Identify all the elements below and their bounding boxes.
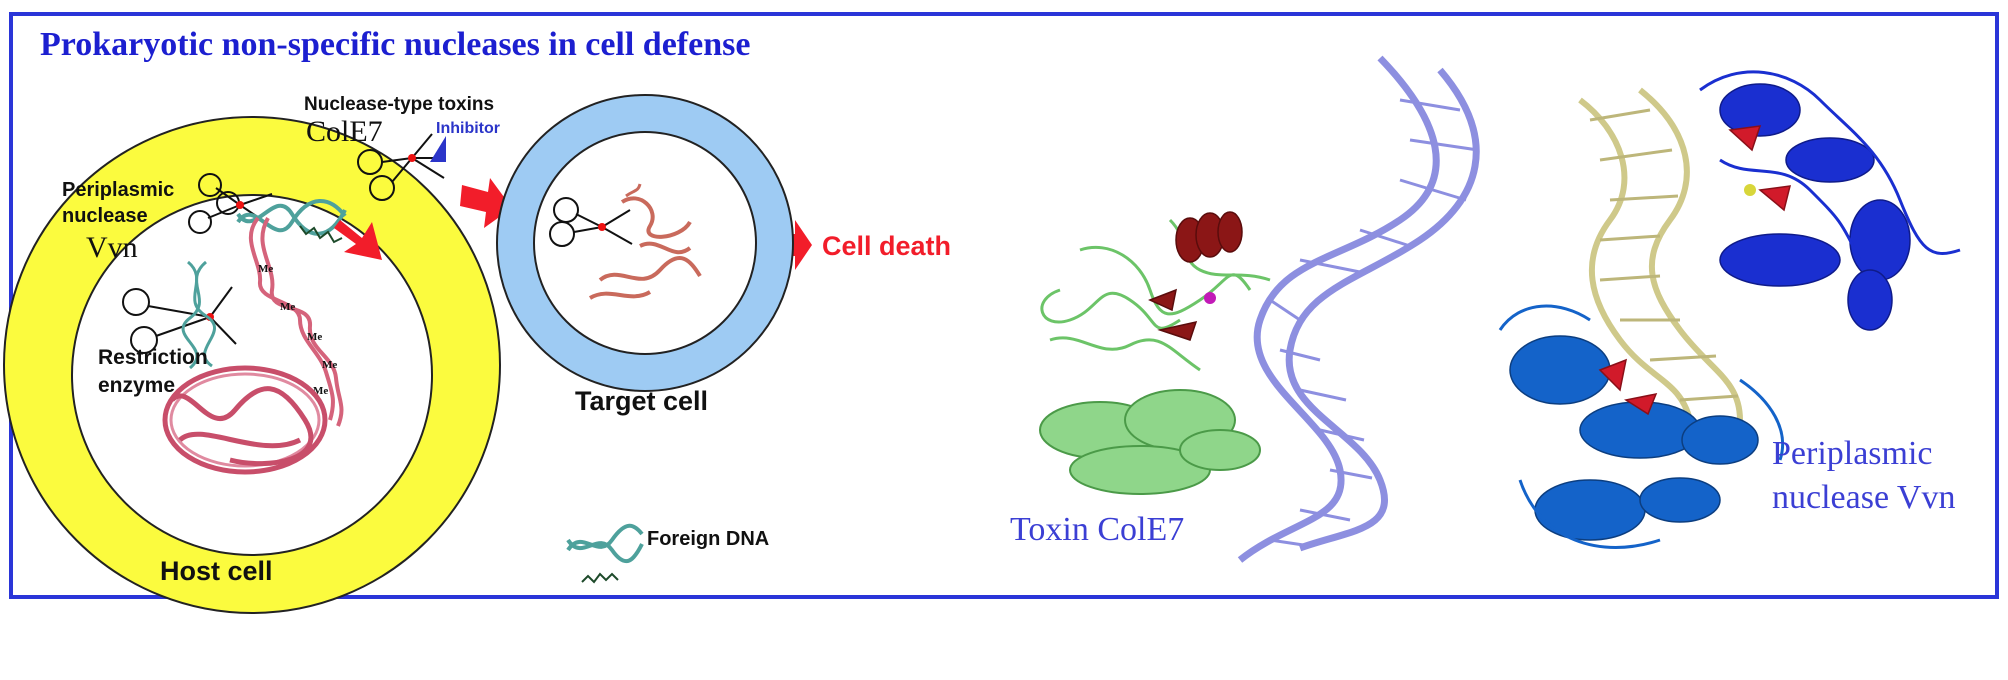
periplasmic-nuclease-line2: nuclease: [62, 205, 148, 227]
foreign-dna-in-host-icon: [236, 199, 347, 244]
vvn-red-strands: [1598, 125, 1791, 416]
purple-dna-helix: [1237, 55, 1480, 563]
vvn-structure-label: Periplasmic nuclease Vvn: [1772, 435, 1955, 516]
cell-death-label: Cell death: [822, 231, 951, 261]
restriction-enzyme-line1: Restriction: [98, 346, 208, 369]
target-cell-label: Target cell: [575, 386, 708, 416]
methyl-label: Me: [258, 263, 273, 275]
toxin-cole7-structure-image: Toxin ColE7: [1010, 55, 1480, 563]
vvn-dark-blue-domain: [1719, 83, 1911, 331]
metal-ion-icon: [1204, 292, 1216, 304]
export-arrow-icon: [334, 220, 382, 260]
figure-title: Prokaryotic non-specific nucleases in ce…: [40, 26, 750, 63]
toxin-green-helices: [1039, 389, 1261, 495]
periplasmic-nuclease-label: Periplasmic nuclease: [62, 179, 180, 227]
death-arrow-icon: [776, 220, 812, 270]
restriction-enzyme-line2: enzyme: [98, 374, 175, 397]
vvn-structure-line1: Periplasmic: [1772, 435, 1933, 472]
methyl-tags: Me Me Me Me Me: [258, 263, 337, 397]
vvn-structure-image: Periplasmic nuclease Vvn: [1498, 70, 1961, 549]
restriction-enzyme-icon: [122, 260, 237, 370]
toxin-red-helix: [1148, 211, 1243, 341]
foreign-dna-label: Foreign DNA: [647, 528, 769, 550]
methyl-label: Me: [307, 331, 322, 343]
vvn-blue-domain: [1509, 335, 1759, 541]
methyl-label: Me: [322, 359, 337, 371]
host-chromosome-icon: [162, 365, 328, 475]
vvn-metal-ion-icon: [1744, 184, 1756, 196]
foreign-dna-icon: [566, 523, 644, 584]
host-cell-label: Host cell: [160, 556, 273, 586]
yellow-dna-helix: [1578, 87, 1743, 421]
inhibitor-triangle-icon: [430, 136, 446, 162]
host-cell: Me Me Me Me Me Periplasmic nuclease Vvn …: [3, 116, 501, 614]
restriction-enzyme-label: Restriction enzyme: [98, 346, 214, 397]
nuclease-toxin-group: Nuclease-type toxins ColE7 Inhibitor: [304, 94, 500, 201]
inhibitor-label: Inhibitor: [436, 120, 500, 137]
toxin-in-target-icon: [549, 197, 633, 247]
toxin-inhibitor-icon: [357, 133, 445, 201]
yellow-dna-bases: [1589, 108, 1739, 402]
vvn-dark-blue-loops: [1699, 70, 1961, 261]
nuclease-toxins-label: Nuclease-type toxins: [304, 94, 494, 115]
methyl-label: Me: [280, 301, 295, 313]
purple-dna-bases: [1269, 98, 1479, 548]
periplasmic-nuclease-line1: Periplasmic: [62, 179, 174, 201]
foreign-dna-legend: Foreign DNA: [566, 523, 769, 584]
vvn-label: Vvn: [86, 231, 138, 264]
degraded-dna-icon: [588, 183, 702, 300]
target-cell: Target cell: [496, 94, 794, 416]
vvn-blue-loops: [1498, 304, 1785, 549]
vvn-structure-line2: nuclease Vvn: [1772, 479, 1955, 516]
cole7-small-label: ColE7: [306, 115, 383, 148]
toxin-structure-label: Toxin ColE7: [1010, 511, 1184, 548]
host-dna-methylated-icon: [248, 216, 344, 427]
